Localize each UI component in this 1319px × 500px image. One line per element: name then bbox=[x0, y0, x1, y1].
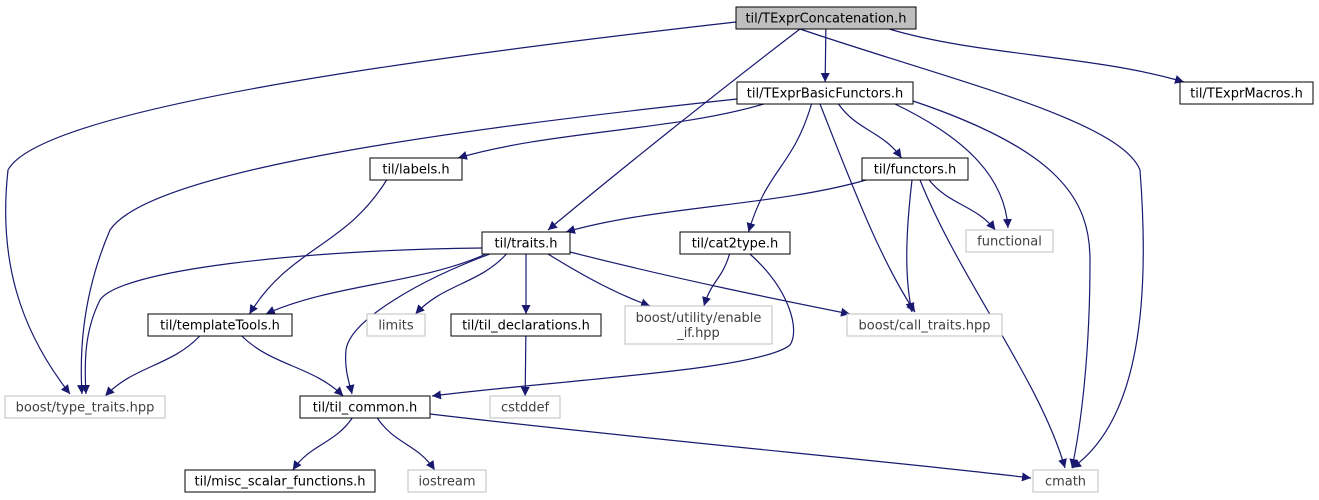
node-box bbox=[299, 395, 431, 419]
node-label: limits bbox=[378, 319, 414, 334]
node-typetraits: boost/type_traits.hpp bbox=[4, 395, 166, 419]
node-templatetools[interactable]: til/templateTools.h bbox=[147, 313, 293, 337]
edge-tilcommon-to-misc bbox=[292, 417, 353, 471]
node-label: cmath bbox=[1045, 475, 1086, 490]
node-cat2type[interactable]: til/cat2type.h bbox=[679, 231, 791, 255]
node-box bbox=[366, 313, 426, 337]
edge-tildecl-to-cstddef bbox=[520, 335, 530, 397]
node-label: til/functors.h bbox=[874, 163, 956, 178]
node-label: til/TExprMacros.h bbox=[1190, 87, 1303, 102]
node-box bbox=[1032, 469, 1099, 493]
edge-basic-to-labels bbox=[457, 103, 764, 160]
edge-cat2type-to-enableif bbox=[702, 253, 731, 307]
node-box bbox=[4, 395, 166, 419]
edge-templatetools-to-tilcommon bbox=[241, 335, 344, 397]
node-box bbox=[846, 313, 1003, 337]
edge-basic-to-functors bbox=[838, 103, 902, 159]
node-box bbox=[861, 157, 969, 181]
node-box bbox=[489, 395, 561, 419]
edge-tilcommon-to-cmath bbox=[429, 413, 1032, 482]
node-box bbox=[965, 229, 1054, 253]
node-box bbox=[450, 313, 602, 337]
edge-traits-to-tilcommon bbox=[345, 253, 491, 395]
edge-functors-to-calltraits bbox=[905, 179, 915, 313]
node-box bbox=[481, 231, 571, 255]
node-label: _if.hpp bbox=[676, 326, 720, 341]
edge-concat-to-typetraits bbox=[5, 21, 737, 395]
dependency-edges bbox=[5, 21, 1185, 482]
node-label: til/misc_scalar_functions.h bbox=[195, 475, 366, 490]
edge-traits-to-limits bbox=[415, 253, 507, 315]
node-box bbox=[1179, 81, 1314, 105]
edge-traits-to-typetraits bbox=[80, 247, 483, 395]
node-enableif: boost/utility/enable_if.hpp bbox=[624, 305, 773, 345]
node-label: til/til_common.h bbox=[313, 401, 418, 416]
node-label: boost/utility/enable bbox=[636, 311, 762, 326]
file-nodes: til/TExprConcatenation.h til/TExprBasicFu… bbox=[4, 6, 1314, 493]
edge-traits-to-calltraits bbox=[569, 251, 851, 317]
node-tilcommon[interactable]: til/til_common.h bbox=[299, 395, 431, 419]
node-label: til/TExprBasicFunctors.h bbox=[747, 87, 904, 102]
node-traits[interactable]: til/traits.h bbox=[481, 231, 571, 255]
edge-basic-to-cmath bbox=[909, 99, 1091, 469]
node-labels[interactable]: til/labels.h bbox=[369, 157, 463, 181]
node-label: til/TExprConcatenation.h bbox=[745, 12, 906, 27]
node-cstddef: cstddef bbox=[489, 395, 561, 419]
node-box bbox=[369, 157, 463, 181]
node-label: til/traits.h bbox=[495, 237, 558, 252]
node-macros[interactable]: til/TExprMacros.h bbox=[1179, 81, 1314, 105]
node-concat[interactable]: til/TExprConcatenation.h bbox=[735, 6, 917, 30]
node-iostream: iostream bbox=[407, 469, 487, 493]
edge-tilcommon-to-iostream bbox=[376, 417, 436, 471]
node-label: til/templateTools.h bbox=[160, 319, 280, 334]
node-box bbox=[736, 81, 914, 105]
node-tildecl[interactable]: til/til_declarations.h bbox=[450, 313, 602, 337]
edge-functors-to-traits bbox=[565, 179, 867, 234]
edge-labels-to-templatetools bbox=[248, 179, 388, 315]
node-label: boost/call_traits.hpp bbox=[858, 319, 990, 334]
node-box bbox=[624, 305, 773, 345]
node-label: til/cat2type.h bbox=[692, 237, 779, 252]
edge-traits-to-enableif bbox=[547, 253, 651, 308]
node-box bbox=[679, 231, 791, 255]
node-label: functional bbox=[977, 235, 1042, 250]
node-box bbox=[184, 469, 376, 493]
edge-concat-to-basic bbox=[820, 28, 830, 83]
node-label: iostream bbox=[418, 475, 475, 490]
node-label: til/labels.h bbox=[382, 163, 449, 178]
node-box bbox=[735, 6, 917, 30]
node-box bbox=[407, 469, 487, 493]
node-calltraits: boost/call_traits.hpp bbox=[846, 313, 1003, 337]
edge-cat2type-to-tilcommon bbox=[431, 253, 795, 400]
node-functors[interactable]: til/functors.h bbox=[861, 157, 969, 181]
node-misc[interactable]: til/misc_scalar_functions.h bbox=[184, 469, 376, 493]
node-cmath: cmath bbox=[1032, 469, 1099, 493]
edge-basic-to-cat2type bbox=[746, 103, 813, 233]
edge-basic-to-functional bbox=[894, 103, 1012, 229]
edge-basic-to-calltraits bbox=[819, 103, 916, 313]
node-label: boost/type_traits.hpp bbox=[16, 401, 155, 416]
node-label: til/til_declarations.h bbox=[462, 319, 590, 334]
edge-basic-to-typetraits bbox=[76, 98, 738, 395]
node-basic[interactable]: til/TExprBasicFunctors.h bbox=[736, 81, 914, 105]
node-label: cstddef bbox=[501, 401, 550, 416]
node-box bbox=[147, 313, 293, 337]
node-limits: limits bbox=[366, 313, 426, 337]
edge-concat-to-traits bbox=[547, 28, 801, 231]
edge-templatetools-to-typetraits bbox=[104, 335, 201, 397]
node-functional: functional bbox=[965, 229, 1054, 253]
edge-concat-to-cmath bbox=[799, 28, 1144, 469]
edge-functors-to-functional bbox=[928, 179, 996, 231]
edge-concat-to-macros bbox=[888, 28, 1185, 84]
edge-traits-to-templatetools bbox=[265, 253, 487, 315]
